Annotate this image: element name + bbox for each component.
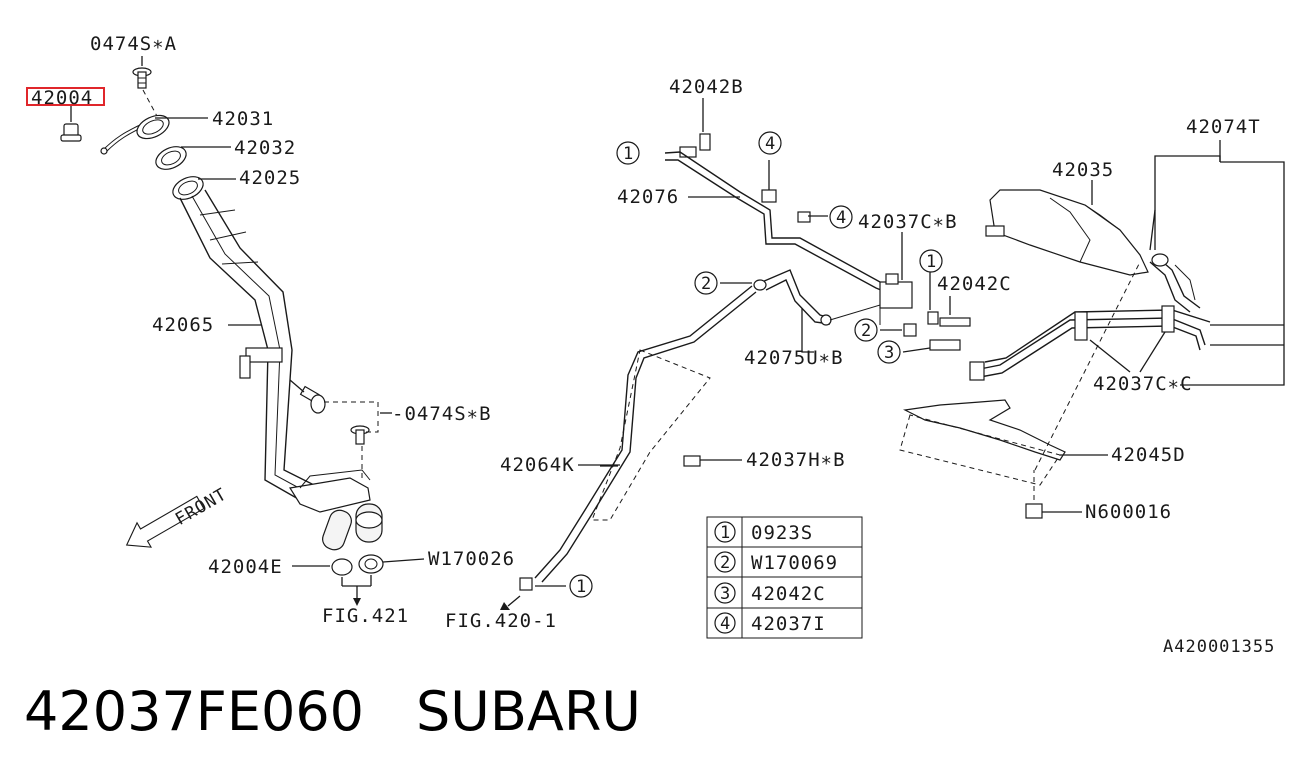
legend-num-3: 3 — [720, 584, 731, 604]
label-filler-pipe: 42065 — [152, 314, 214, 336]
vent-hose-assembly — [500, 98, 971, 610]
legend-part-3: 42042C — [751, 583, 826, 605]
label-tube-42064k: 42064K — [500, 454, 575, 476]
label-hose-42075: 42075U∗B — [744, 347, 844, 369]
bolt-mid-icon — [299, 385, 370, 445]
label-bolt-top: 0474S∗A — [90, 33, 177, 55]
callout-circles: 1 4 4 2 1 2 3 1 — [569, 131, 943, 598]
footer-brand: SUBARU — [416, 680, 641, 743]
legend-part-1: 0923S — [751, 522, 813, 544]
legend-part-4: 42037I — [751, 613, 826, 635]
legend-num-2: 2 — [720, 553, 731, 573]
footer-caption: 42037FE060 SUBARU — [24, 680, 641, 743]
label-tube-42074t: 42074T — [1186, 116, 1261, 138]
front-label: FRONT — [172, 484, 231, 529]
label-bolt-mid: -0474S∗B — [392, 403, 492, 425]
front-arrow-icon — [125, 495, 205, 548]
bolt-top-icon — [132, 67, 152, 89]
footer-part-number: 42037FE060 — [24, 680, 365, 743]
label-clip-c-b: 42037C∗B — [858, 211, 958, 233]
label-tether: 42031 — [212, 108, 274, 130]
callout-4a: 4 — [765, 134, 776, 154]
label-conn-42042c: 42042C — [937, 273, 1012, 295]
label-clip-h-b: 42037H∗B — [746, 449, 846, 471]
callout-1a: 1 — [623, 144, 634, 164]
label-fig-right: FIG.420-1 — [445, 610, 557, 632]
label-clip-c-c: 42037C∗C — [1093, 373, 1193, 395]
label-protector: 42045D — [1111, 444, 1186, 466]
filler-neck-assembly: FRONT — [60, 56, 425, 606]
label-gasket: 42032 — [234, 137, 296, 159]
callout-2b: 2 — [861, 321, 872, 341]
label-hose-42076: 42076 — [617, 186, 679, 208]
canister-assembly — [899, 140, 1285, 519]
callout-4b: 4 — [836, 208, 847, 228]
label-ring: 42025 — [239, 167, 301, 189]
label-fig-left: FIG.421 — [322, 605, 409, 627]
callout-1c: 1 — [576, 577, 587, 597]
legend-num-1: 1 — [720, 523, 731, 543]
callout-1b: 1 — [926, 252, 937, 272]
callout-2a: 2 — [701, 274, 712, 294]
legend-table: 1 0923S 2 W170069 3 42042C 4 42037I — [706, 516, 863, 639]
label-nut: N600016 — [1085, 501, 1172, 523]
label-clamp-bottom: W170026 — [428, 548, 515, 570]
label-canister: 42035 — [1052, 159, 1114, 181]
legend-part-2: W170069 — [751, 552, 838, 574]
cap-highlight-box — [26, 87, 105, 106]
label-bracket-42042b: 42042B — [669, 76, 744, 98]
callout-3a: 3 — [884, 343, 895, 363]
label-clip-bottom: 42004E — [208, 556, 283, 578]
label-diagram-id: A420001355 — [1163, 637, 1275, 657]
label-cap: 42004 — [31, 87, 93, 109]
fuel-cap-icon — [60, 123, 82, 142]
legend-num-4: 4 — [720, 614, 731, 634]
